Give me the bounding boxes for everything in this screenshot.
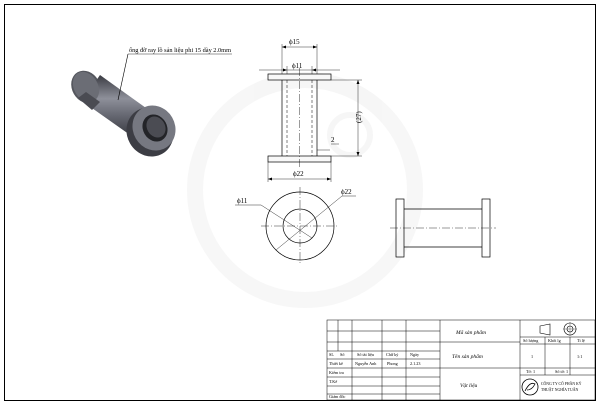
dim-top-d15: ϕ15 — [289, 38, 300, 46]
tb-head-sign: Chữ ký — [386, 352, 399, 357]
company-logo-icon — [521, 378, 539, 396]
tb-date: 2.1.23 — [410, 361, 420, 366]
tb-role-design: Thiết kế — [329, 361, 343, 366]
front-view — [259, 44, 362, 182]
dim-length: (27) — [355, 111, 363, 123]
tb-role-tk: T.Kế — [329, 379, 337, 384]
tb-prop-scale-value: 1:1 — [577, 354, 582, 359]
projection-symbol-icon — [539, 322, 577, 336]
tb-designer: Nguyễn Anh — [355, 361, 377, 366]
tb-prop-scale-label: Tỉ lệ — [577, 338, 585, 343]
tb-prop-qty-label: Số lượng — [523, 338, 539, 343]
title-block — [326, 319, 596, 401]
tb-company-line1: CÔNG TY CỔ PHẦN KỸ — [541, 381, 582, 386]
isometric-3d-view — [71, 70, 176, 157]
tb-product-name-label: Tên sản phẩm — [452, 353, 483, 360]
tb-role-check: Kiểm tra — [329, 370, 344, 375]
tb-prop-mass-label: Khối lg — [548, 338, 562, 343]
tb-head-doc: Số tài liệu — [357, 352, 375, 357]
dim-flange: 2 — [331, 136, 335, 144]
tb-company-line2: THUẬT NGHĨA TUẤN — [541, 387, 578, 392]
tb-head-so: Số — [340, 352, 345, 357]
tb-material-label: Vật liệu — [460, 383, 478, 389]
sheet-border — [4, 4, 596, 401]
dim-end-d11: ϕ11 — [237, 197, 248, 205]
tb-head-date: Ngày — [410, 352, 420, 357]
dim-top-d11: ϕ11 — [292, 62, 303, 70]
tb-sheets-label: Số tờ: 1 — [555, 369, 568, 374]
side-view — [390, 198, 496, 258]
tb-head-sl: SL — [329, 352, 334, 357]
tb-product-code-label: Mã sản phẩm — [455, 329, 486, 336]
tb-sheet-label: Tờ: 1 — [526, 369, 535, 374]
callout-text: ống đỡ ray lồ sản liệu phi 15 dày 2.0mm — [129, 47, 231, 54]
dim-end-d22: ϕ22 — [341, 188, 352, 196]
tb-role-director: Giám đốc — [329, 394, 346, 399]
callout-leader — [117, 53, 129, 101]
tb-role2: Phong — [387, 361, 399, 366]
watermark — [187, 72, 423, 308]
tb-prop-qty-value: 1 — [531, 354, 533, 359]
dim-bottom-d22: ϕ22 — [293, 170, 304, 178]
end-view — [235, 187, 356, 265]
